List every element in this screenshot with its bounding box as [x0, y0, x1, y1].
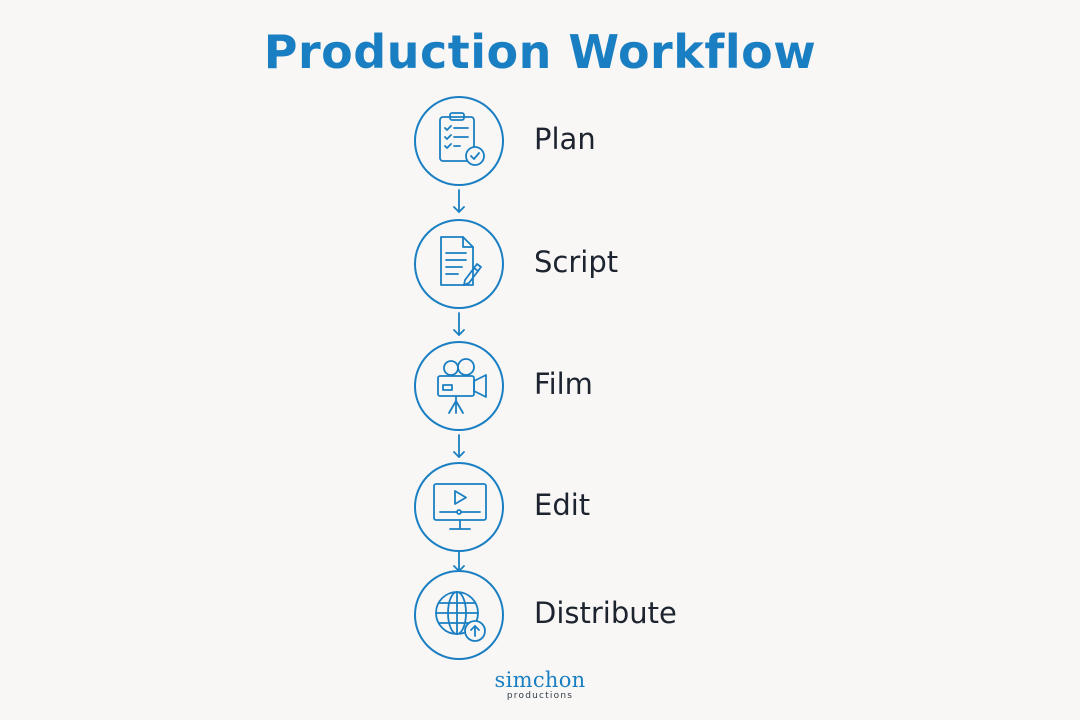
- step-circle: [414, 570, 504, 660]
- workflow-step-script: Script: [0, 219, 1080, 309]
- page-title: Production Workflow: [263, 25, 817, 79]
- document-pencil-icon: [440, 236, 482, 286]
- workflow-step-distribute: Distribute: [0, 570, 1080, 660]
- arrow-down-icon: [451, 188, 467, 216]
- step-circle: [414, 219, 504, 309]
- step-label-plan: Plan: [534, 122, 596, 156]
- arrow-down-icon: [451, 311, 467, 339]
- globe-upload-icon: [435, 591, 486, 642]
- step-label-edit: Edit: [534, 488, 591, 522]
- workflow-step-film: Film: [0, 341, 1080, 431]
- logo-subtitle: productions: [506, 691, 574, 701]
- step-label-script: Script: [534, 245, 619, 279]
- monitor-play-icon: [433, 483, 487, 530]
- logo-name: simchon: [494, 668, 586, 692]
- clipboard-checklist-icon: [439, 112, 485, 166]
- workflow-step-plan: Plan: [0, 96, 1080, 186]
- video-camera-icon: [437, 358, 487, 414]
- company-logo: simchon productions: [0, 669, 1080, 702]
- step-circle: [414, 341, 504, 431]
- step-label-distribute: Distribute: [534, 596, 677, 630]
- step-circle: [414, 462, 504, 552]
- workflow-step-edit: Edit: [0, 462, 1080, 552]
- arrow-down-icon: [451, 433, 467, 461]
- step-label-film: Film: [534, 367, 593, 401]
- step-circle: [414, 96, 504, 186]
